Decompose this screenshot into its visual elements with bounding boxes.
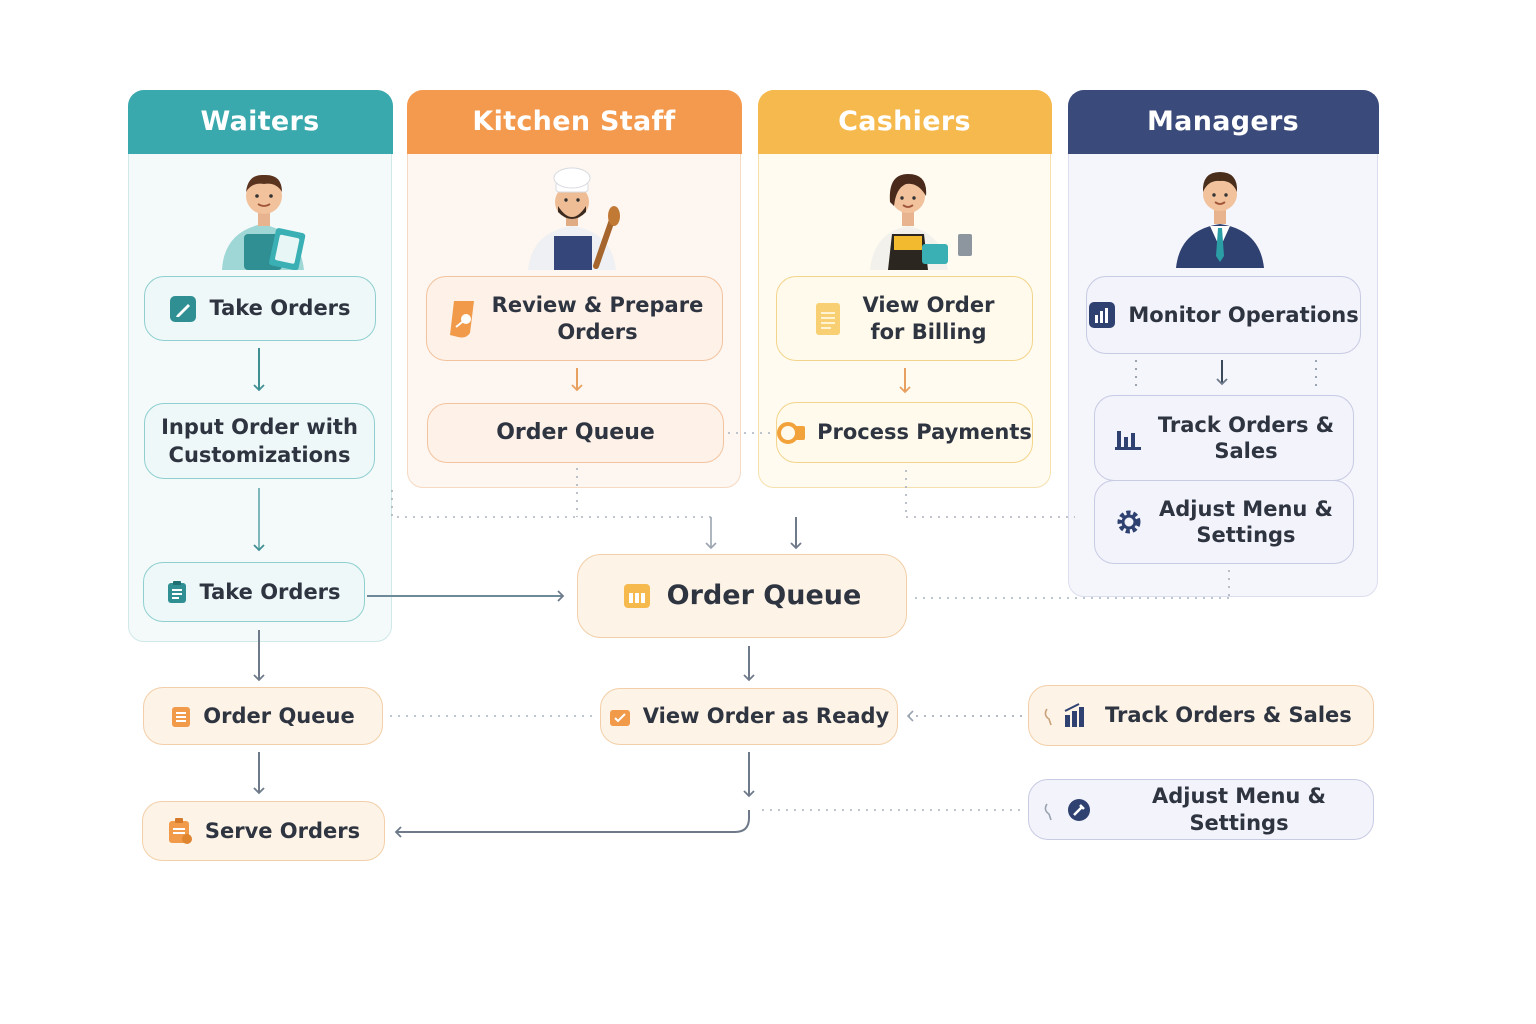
waiters-order-queue-node[interactable]: Order Queue bbox=[143, 687, 383, 745]
waiters-input-order-node[interactable]: Input Order with Customizations bbox=[144, 403, 375, 479]
review-line1: Review & Prepare bbox=[491, 293, 704, 318]
cashier-avatar bbox=[870, 174, 972, 270]
grid-icon bbox=[623, 583, 651, 609]
input-order-line2: Customizations bbox=[168, 443, 351, 467]
lane-cashiers-title: Cashiers bbox=[838, 106, 971, 137]
right-track-node[interactable]: Track Orders & Sales bbox=[1028, 685, 1374, 746]
pencil-icon bbox=[169, 295, 197, 323]
view-ready-label: View Order as Ready bbox=[642, 704, 890, 729]
lane-cashiers-header: Cashiers bbox=[757, 89, 1052, 154]
kitchen-review-node[interactable]: Review & Prepare Orders bbox=[426, 276, 723, 361]
right-track-label: Track Orders & Sales bbox=[1105, 703, 1352, 728]
kitchen-order-queue-label: Order Queue bbox=[496, 420, 655, 446]
cashiers-view-order-node[interactable]: View Order for Billing bbox=[776, 276, 1033, 361]
order-queue-icon bbox=[171, 704, 191, 728]
managers-adjust-text: Adjust Menu & Settings bbox=[1159, 496, 1333, 549]
lane-kitchen-header: Kitchen Staff bbox=[406, 89, 742, 154]
review-icon bbox=[446, 299, 480, 339]
waiters-take-orders-label: Take Orders bbox=[209, 296, 351, 321]
right-adjust-node[interactable]: Adjust Menu & Settings bbox=[1028, 779, 1374, 840]
payment-icon bbox=[777, 421, 807, 445]
lane-waiters-title: Waiters bbox=[200, 106, 320, 137]
serve-icon bbox=[167, 817, 193, 845]
waiter-avatar bbox=[222, 174, 306, 270]
waiters-order-queue-label: Order Queue bbox=[203, 703, 355, 728]
waiters-take-orders-node[interactable]: Take Orders bbox=[144, 276, 376, 341]
cashiers-process-payments-node[interactable]: Process Payments bbox=[776, 402, 1033, 463]
track-line1: Track Orders & bbox=[1157, 412, 1335, 437]
view-order-line2: for Billing bbox=[870, 319, 987, 344]
ready-icon bbox=[609, 707, 631, 727]
managers-adjust-node[interactable]: Adjust Menu & Settings bbox=[1094, 480, 1354, 564]
chef-avatar bbox=[528, 167, 620, 270]
clipboard-icon bbox=[167, 580, 187, 604]
view-order-line1: View Order bbox=[862, 293, 995, 318]
managers-track-text: Track Orders & Sales bbox=[1158, 412, 1334, 465]
kitchen-order-queue-node[interactable]: Order Queue bbox=[427, 403, 724, 463]
adjust-line2: Settings bbox=[1196, 523, 1296, 547]
center-order-queue-node[interactable]: Order Queue bbox=[577, 554, 907, 638]
waiters-serve-orders-label: Serve Orders bbox=[204, 818, 361, 843]
cashiers-view-order-text: View Order for Billing bbox=[863, 292, 995, 345]
managers-monitor-node[interactable]: Monitor Operations bbox=[1086, 276, 1361, 354]
manager-avatar bbox=[1176, 172, 1264, 268]
lane-managers-header: Managers bbox=[1067, 89, 1379, 154]
review-line2: Orders bbox=[557, 319, 638, 344]
managers-track-node[interactable]: Track Orders & Sales bbox=[1094, 395, 1354, 481]
center-order-queue-label: Order Queue bbox=[666, 580, 862, 612]
bill-icon bbox=[815, 302, 841, 336]
track-line2: Sales bbox=[1214, 439, 1278, 463]
chart-icon bbox=[1088, 301, 1116, 329]
input-order-line1: Input Order with bbox=[161, 414, 358, 439]
waiters-take-orders-2-label: Take Orders bbox=[199, 579, 341, 604]
monitor-label: Monitor Operations bbox=[1128, 302, 1359, 327]
right-adjust-label: Adjust Menu & Settings bbox=[1152, 784, 1326, 835]
settings-badge-icon bbox=[1041, 796, 1095, 824]
center-view-ready-node[interactable]: View Order as Ready bbox=[600, 688, 898, 745]
adjust-line1: Adjust Menu & bbox=[1159, 496, 1333, 521]
waiters-take-orders-2-node[interactable]: Take Orders bbox=[143, 562, 365, 622]
track-chart-icon bbox=[1041, 702, 1095, 729]
kitchen-review-text: Review & Prepare Orders bbox=[492, 292, 704, 345]
lane-kitchen-title: Kitchen Staff bbox=[472, 106, 676, 137]
bar-chart-icon bbox=[1114, 425, 1142, 451]
waiters-serve-orders-node[interactable]: Serve Orders bbox=[142, 801, 385, 861]
process-payments-label: Process Payments bbox=[817, 420, 1032, 445]
lane-managers-title: Managers bbox=[1147, 106, 1299, 137]
gear-icon bbox=[1115, 508, 1143, 536]
lane-waiters-header: Waiters bbox=[127, 89, 393, 154]
